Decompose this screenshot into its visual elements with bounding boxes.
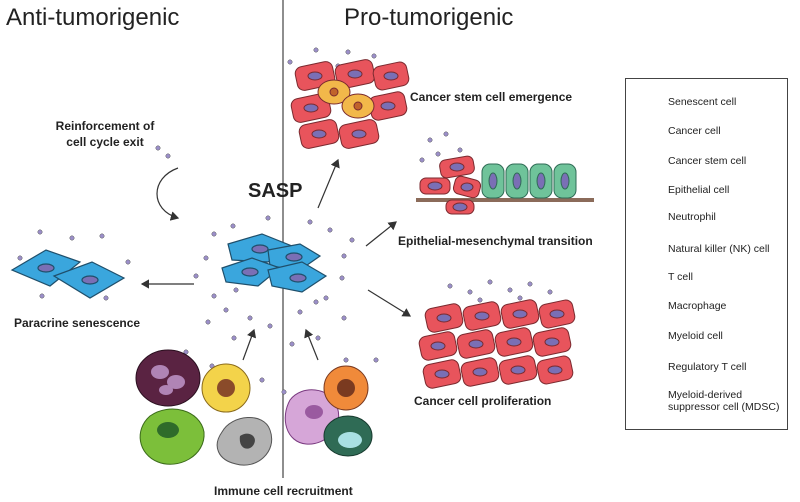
immune-recruitment-label: Immune cell recruitment <box>214 484 353 498</box>
emt-cluster <box>416 155 594 215</box>
stem-emergence-cluster <box>290 59 410 149</box>
proliferation-arrow <box>367 289 412 317</box>
reinforcement-label: Reinforcement of cell cycle exit <box>55 119 155 149</box>
legend-label-cancer: Cancer cell <box>668 125 721 137</box>
legend-label-epithelial: Epithelial cell <box>668 184 730 196</box>
sasp-senescent-cluster <box>221 233 328 293</box>
legend-label-nk: Natural killer (NK) cell <box>668 243 770 255</box>
emt-arrow <box>365 221 397 247</box>
legend-label-stem: Cancer stem cell <box>668 155 747 167</box>
pro-tumorigenic-heading: Pro-tumorigenic <box>344 4 514 31</box>
proliferation-label: Cancer cell proliferation <box>414 394 552 408</box>
stem-arrow <box>317 158 340 209</box>
legend-label-treg: Regulatory T cell <box>668 361 747 373</box>
paracrine-senescent-cells <box>10 249 126 299</box>
anti-tumorigenic-heading: Anti-tumorigenic <box>6 4 180 31</box>
stem-emergence-label: Cancer stem cell emergence <box>410 90 573 104</box>
legend-label-myeloid: Myeloid cell <box>668 330 723 342</box>
reinforcement-arrow <box>156 167 180 221</box>
legend-label-mdsc: Myeloid-derived suppressor cell (MDSC) <box>668 389 780 413</box>
proliferation-cluster <box>418 299 576 389</box>
legend-label-tcell: T cell <box>668 271 693 283</box>
emt-label: Epithelial-mesenchymal transition <box>398 234 593 248</box>
immune-arrow-left <box>242 328 257 361</box>
legend-box: Senescent cell Cancer cell Cancer stem c… <box>625 78 788 430</box>
legend-label-neutrophil: Neutrophil <box>668 211 716 223</box>
legend-label-macrophage: Macrophage <box>668 300 727 312</box>
legend-label-senescent: Senescent cell <box>668 96 737 108</box>
paracrine-senescence-label: Paracrine senescence <box>14 316 141 330</box>
sasp-label: SASP <box>248 180 303 202</box>
immune-arrow-right <box>304 328 319 361</box>
immune-cells <box>135 349 373 466</box>
